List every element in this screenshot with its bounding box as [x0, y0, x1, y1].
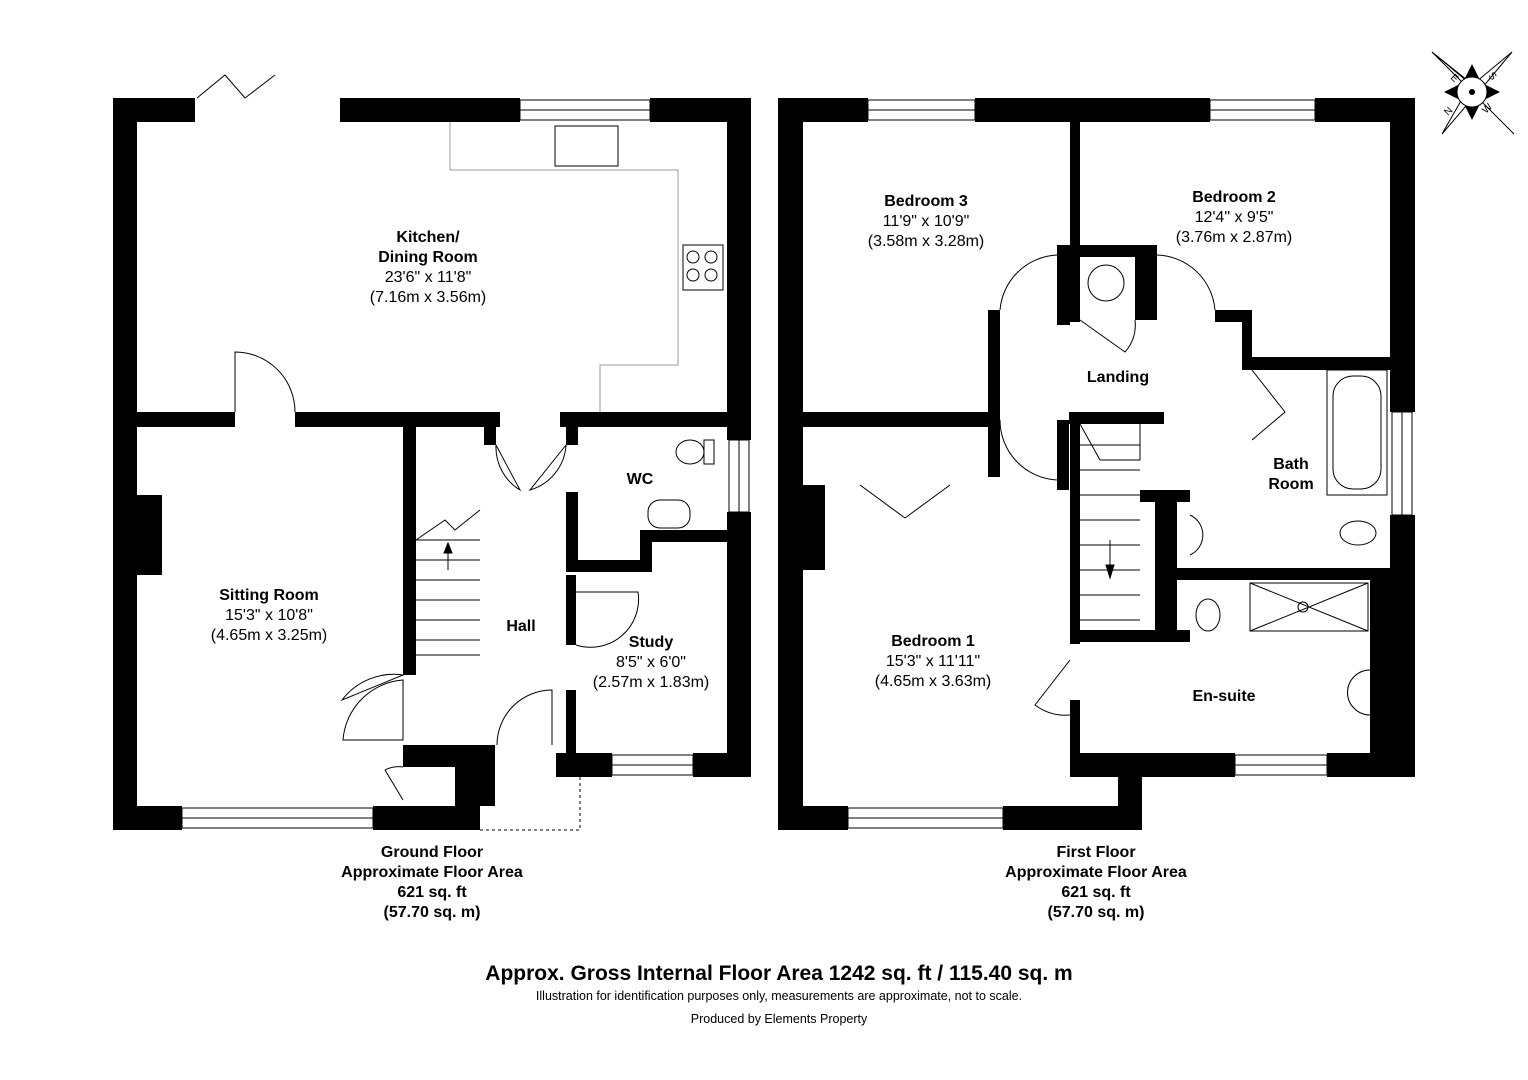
room-dimension-metric: (2.57m x 1.83m) — [592, 674, 710, 691]
floor-area-sqm: (57.70 sq. m) — [383, 904, 481, 921]
room-label-study: Study 8'5" x 6'0" (2.57m x 1.83m) — [593, 633, 709, 693]
room-dimension-imperial: 15'3" x 10'8" — [225, 607, 313, 624]
floor-area-sqft: 621 sq. ft — [1061, 884, 1131, 901]
room-dimension-metric: (7.16m x 3.56m) — [369, 289, 487, 306]
room-dimension-metric: (3.76m x 2.87m) — [1175, 229, 1293, 246]
floor-title: Ground Floor — [380, 844, 484, 861]
produced-by: Produced by Elements Property — [690, 1012, 868, 1026]
room-name: Bedroom 2 — [1192, 189, 1276, 206]
room-name: Bedroom 1 — [891, 633, 975, 650]
room-dimension-imperial: 11'9" x 10'9" — [882, 213, 970, 230]
room-name: Bedroom 3 — [884, 193, 968, 210]
room-name: Landing — [1086, 369, 1150, 386]
room-label-bathroom: Bath Room — [1268, 455, 1313, 495]
compass-rose-icon: E S W N — [1431, 51, 1515, 135]
disclaimer: Illustration for identification purposes… — [535, 989, 1023, 1003]
room-name: Kitchen/ — [396, 229, 460, 246]
first-floor-fixtures — [847, 99, 1413, 829]
room-name: Bath — [1273, 456, 1309, 473]
first-floor-area: First Floor Approximate Floor Area 621 s… — [1005, 843, 1187, 923]
room-dimension-imperial: 15'3" x 11'11" — [885, 653, 981, 670]
room-dimension-imperial: 23'6" x 11'8" — [384, 269, 472, 286]
room-label-en-suite: En-suite — [1192, 687, 1255, 707]
room-name: WC — [626, 471, 654, 488]
ground-floor-walls — [113, 98, 751, 830]
ground-floor-fixtures — [181, 74, 750, 831]
room-dimension-imperial: 12'4" x 9'5" — [1194, 209, 1274, 226]
floor-area-sqft: 621 sq. ft — [397, 884, 467, 901]
room-label-bedroom-3: Bedroom 3 11'9" x 10'9" (3.58m x 3.28m) — [868, 192, 984, 252]
room-label-bedroom-1: Bedroom 1 15'3" x 11'11" (4.65m x 3.63m) — [875, 632, 991, 692]
gross-area-summary: Approx. Gross Internal Floor Area 1242 s… — [485, 962, 1073, 985]
floor-subtitle: Approximate Floor Area — [1005, 864, 1187, 881]
room-label-hall: Hall — [506, 617, 535, 637]
room-name: En-suite — [1192, 688, 1256, 705]
room-name: Study — [628, 634, 674, 651]
room-label-kitchen: Kitchen/ Dining Room 23'6" x 11'8" (7.16… — [370, 228, 486, 308]
compass-letter-e: E — [1448, 72, 1461, 85]
room-label-bedroom-2: Bedroom 2 12'4" x 9'5" (3.76m x 2.87m) — [1176, 188, 1292, 248]
room-name: Dining Room — [378, 249, 478, 266]
ground-floor-area: Ground Floor Approximate Floor Area 621 … — [341, 843, 523, 923]
room-label-sitting-room: Sitting Room 15'3" x 10'8" (4.65m x 3.25… — [211, 586, 327, 646]
room-name: Hall — [506, 618, 536, 635]
room-label-wc: WC — [627, 470, 654, 490]
room-dimension-imperial: 8'5" x 6'0" — [616, 654, 686, 671]
room-dimension-metric: (4.65m x 3.25m) — [210, 627, 328, 644]
room-dimension-metric: (4.65m x 3.63m) — [874, 673, 992, 690]
room-dimension-metric: (3.58m x 3.28m) — [867, 233, 985, 250]
room-name: Sitting Room — [219, 587, 319, 604]
room-name: Room — [1268, 476, 1314, 493]
compass-letter-w: W — [1480, 101, 1495, 116]
floor-title: First Floor — [1056, 844, 1136, 861]
floor-subtitle: Approximate Floor Area — [341, 864, 523, 881]
first-floor-walls — [778, 98, 1415, 830]
room-label-landing: Landing — [1087, 368, 1149, 388]
floor-area-sqm: (57.70 sq. m) — [1047, 904, 1145, 921]
